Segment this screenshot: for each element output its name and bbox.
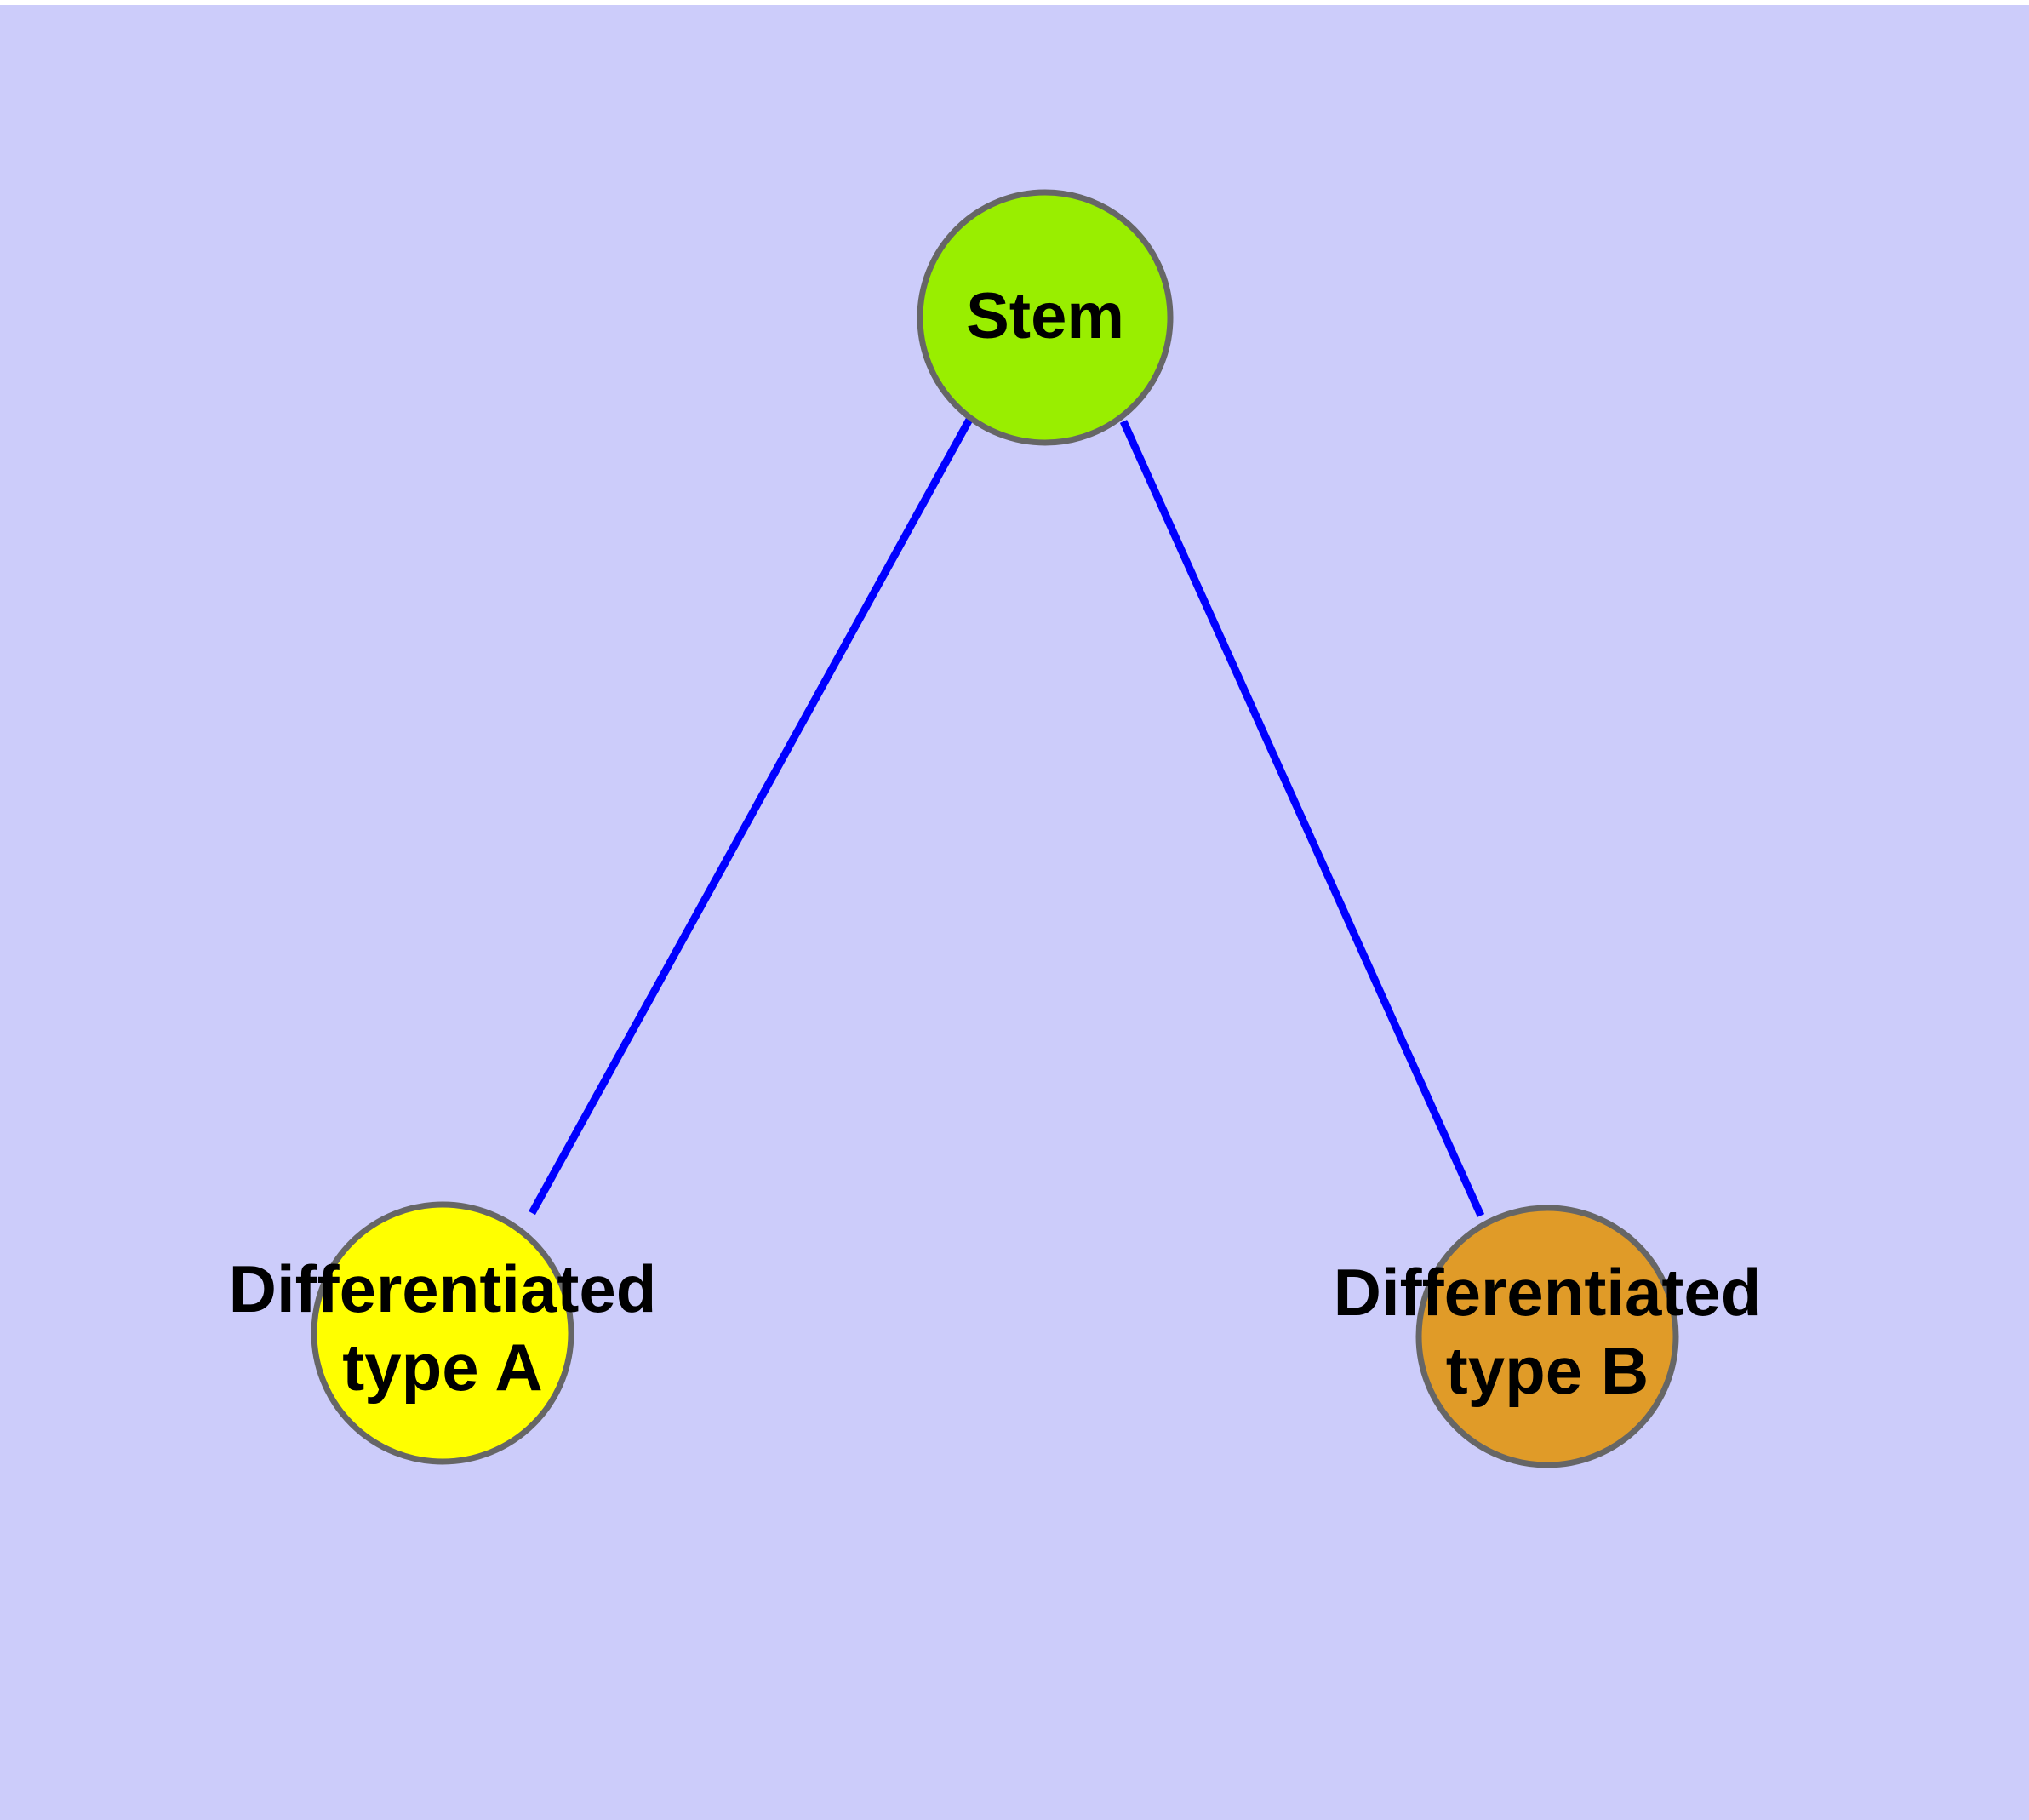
node-differentiated-type-a[interactable] — [311, 1201, 574, 1465]
node-differentiated-type-b[interactable] — [1415, 1205, 1679, 1468]
edge-layer — [529, 415, 1485, 1217]
edge-stem-to-differentiated-type-b — [1119, 420, 1485, 1217]
node-layer — [311, 189, 1679, 1468]
node-stem[interactable] — [917, 189, 1174, 446]
edge-stem-to-differentiated-type-a — [529, 415, 974, 1216]
